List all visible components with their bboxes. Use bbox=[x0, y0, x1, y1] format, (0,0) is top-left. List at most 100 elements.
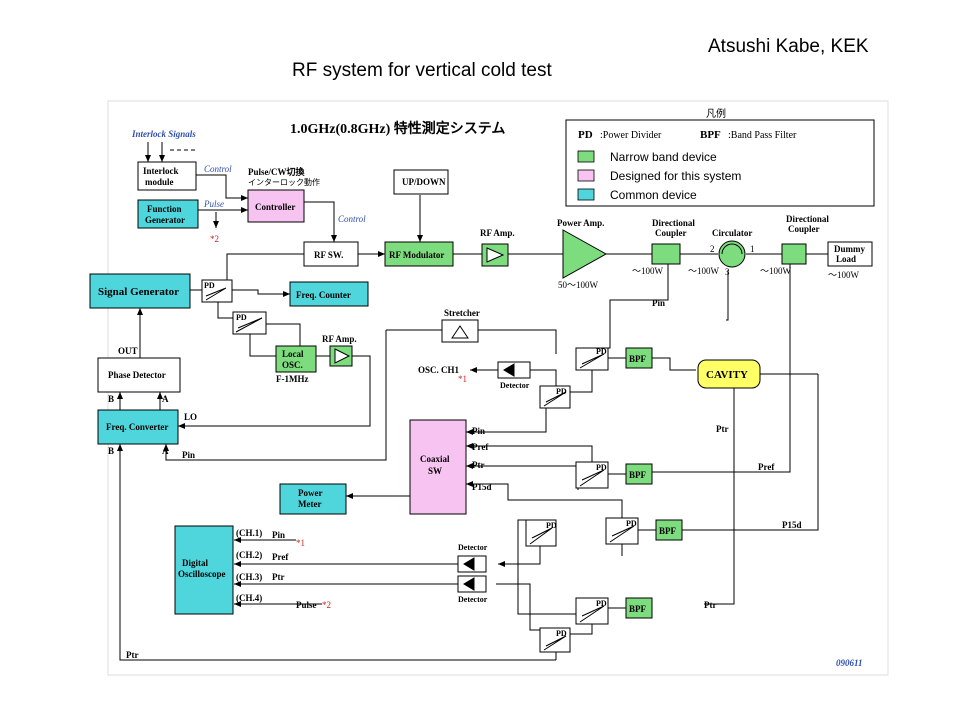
bpf-2-label: BPF bbox=[629, 470, 647, 480]
star2-label-b: *2 bbox=[322, 600, 331, 610]
coax-p15d-label: P15d bbox=[472, 482, 492, 492]
legend-swatch-narrow bbox=[577, 150, 595, 163]
ch3-signal: Ptr bbox=[272, 572, 285, 582]
device-symbols bbox=[205, 243, 743, 651]
freq-counter-label: Freq. Counter bbox=[296, 290, 351, 300]
pref-right-label: Pref bbox=[758, 462, 775, 472]
pd-9 bbox=[539, 627, 571, 653]
coaxial-label-2: SW bbox=[428, 466, 442, 476]
pd-1 bbox=[201, 279, 233, 303]
power-label-3: ～100W bbox=[760, 266, 792, 276]
power-meter-label-2: Meter bbox=[298, 499, 321, 509]
connections bbox=[117, 142, 828, 661]
legend-bpf: BPF bbox=[700, 129, 721, 141]
up-down-box bbox=[393, 169, 449, 195]
rf-modulator-label: RF Modulator bbox=[389, 250, 444, 260]
circulator-port-3: 3 bbox=[725, 267, 730, 277]
controller-label: Controller bbox=[255, 202, 295, 212]
detector-2-label: Detector bbox=[458, 543, 488, 552]
legend: 凡例 PD :Power Divider BPF :Band Pass Filt… bbox=[565, 107, 875, 207]
bpf-3-label: BPF bbox=[659, 526, 677, 536]
pulse-cw-label-2: インターロック動作 bbox=[248, 177, 320, 187]
cavity bbox=[697, 359, 761, 389]
control-label-2: Control bbox=[338, 214, 366, 224]
freq-counter bbox=[289, 281, 369, 307]
dir-coupler-2-label-2: Coupler bbox=[788, 224, 820, 234]
bpf-3 bbox=[655, 519, 683, 541]
legend-swatch-designed bbox=[577, 169, 595, 182]
lo-label: LO bbox=[184, 412, 197, 422]
ch1-signal: Pin bbox=[272, 530, 285, 540]
phase-detector bbox=[97, 357, 181, 393]
pd-1-label: PD bbox=[204, 281, 215, 290]
control-label-1: Control bbox=[204, 164, 232, 174]
local-osc-label-2: OSC. bbox=[282, 360, 303, 370]
function-gen-label-2: Generator bbox=[145, 215, 185, 225]
dir-coupler-2-label-1: Directional bbox=[786, 214, 829, 224]
pulse-cw-label-1: Pulse/CW切換 bbox=[248, 166, 306, 177]
pd-2-label: PD bbox=[236, 313, 247, 322]
star1-label-b: *1 bbox=[296, 538, 305, 548]
cavity-label: CAVITY bbox=[706, 369, 748, 381]
p15d-right-label: P15d bbox=[782, 520, 802, 530]
interlock-module-label-1: Interlock bbox=[143, 166, 179, 176]
rf-amp-2-label: RF Amp. bbox=[322, 334, 357, 344]
dir-coupler-1-label-1: Directional bbox=[652, 218, 695, 228]
signal-generator bbox=[89, 273, 191, 309]
legend-common: Common device bbox=[610, 188, 697, 202]
digital-osc-label-2: Oscilloscope bbox=[178, 569, 226, 579]
power-label-4: ～100W bbox=[828, 270, 860, 280]
dir-coupler-1-label-2: Coupler bbox=[655, 228, 687, 238]
osc-ch1-label: OSC. CH1 bbox=[418, 365, 460, 375]
dummy-load-label-2: Load bbox=[836, 254, 856, 264]
directional-coupler-2 bbox=[781, 243, 807, 265]
power-amp bbox=[562, 229, 608, 279]
pulse-label: Pulse bbox=[203, 199, 224, 209]
pd-3-label: PD bbox=[596, 347, 607, 356]
ch4-signal: Pulse bbox=[296, 600, 317, 610]
freq-converter bbox=[97, 409, 179, 445]
ch1-label: (CH.1) bbox=[236, 528, 262, 538]
legend-designed: Designed for this system bbox=[610, 169, 741, 183]
pd-9-label: PD bbox=[556, 629, 567, 638]
legend-swatch-common bbox=[577, 188, 595, 201]
power-label-2: ～100W bbox=[688, 266, 720, 276]
coax-pin-label: Pin bbox=[472, 426, 485, 436]
ptr-cavity-label: Ptr bbox=[716, 424, 729, 434]
pd-4-label: PD bbox=[556, 387, 567, 396]
coaxial-switch bbox=[409, 419, 467, 515]
slide-title: RF system for vertical cold test bbox=[292, 60, 552, 81]
freq-converter-label: Freq. Converter bbox=[106, 422, 168, 432]
pd-5-label: PD bbox=[596, 463, 607, 472]
diagram-title: 1.0GHz(0.8GHz) 特性測定システム bbox=[290, 120, 505, 137]
detector-1-label: Detector bbox=[500, 381, 530, 390]
local-osc-freq: F-1MHz bbox=[276, 374, 308, 384]
star1-label-a: *1 bbox=[458, 374, 467, 384]
power-amp-range: 50～100W bbox=[558, 280, 599, 290]
circulator-port-1: 1 bbox=[750, 244, 755, 254]
bpf-2 bbox=[625, 463, 653, 485]
ch3-label: (CH.3) bbox=[236, 572, 262, 582]
phase-detector-label: Phase Detector bbox=[108, 370, 166, 380]
pd-7-label: PD bbox=[626, 519, 637, 528]
stretcher-label: Stretcher bbox=[444, 308, 480, 318]
legend-pd-desc: :Power Divider bbox=[600, 130, 662, 141]
power-label-1: ～100W bbox=[632, 266, 664, 276]
freq-converter-b: B bbox=[108, 446, 114, 456]
phase-detector-b: B bbox=[108, 394, 114, 404]
signal-generator-label: Signal Generator bbox=[98, 286, 179, 298]
coax-pref-label: Pref bbox=[472, 442, 489, 452]
ptr-bottom-label: Ptr bbox=[126, 650, 139, 660]
power-amp-label: Power Amp. bbox=[557, 218, 604, 228]
interlock-signals-label: Interlock Signals bbox=[131, 129, 196, 139]
power-meter bbox=[279, 483, 347, 515]
rf-modulator bbox=[384, 241, 454, 267]
circulator bbox=[718, 240, 746, 268]
detector-3-label: Detector bbox=[458, 595, 488, 604]
bpf-4 bbox=[625, 597, 653, 619]
circulator-label: Circulator bbox=[712, 228, 752, 238]
legend-narrow: Narrow band device bbox=[610, 150, 717, 164]
coaxial-label-1: Coaxial bbox=[420, 454, 450, 464]
up-down-label: UP/DOWN bbox=[402, 177, 446, 187]
